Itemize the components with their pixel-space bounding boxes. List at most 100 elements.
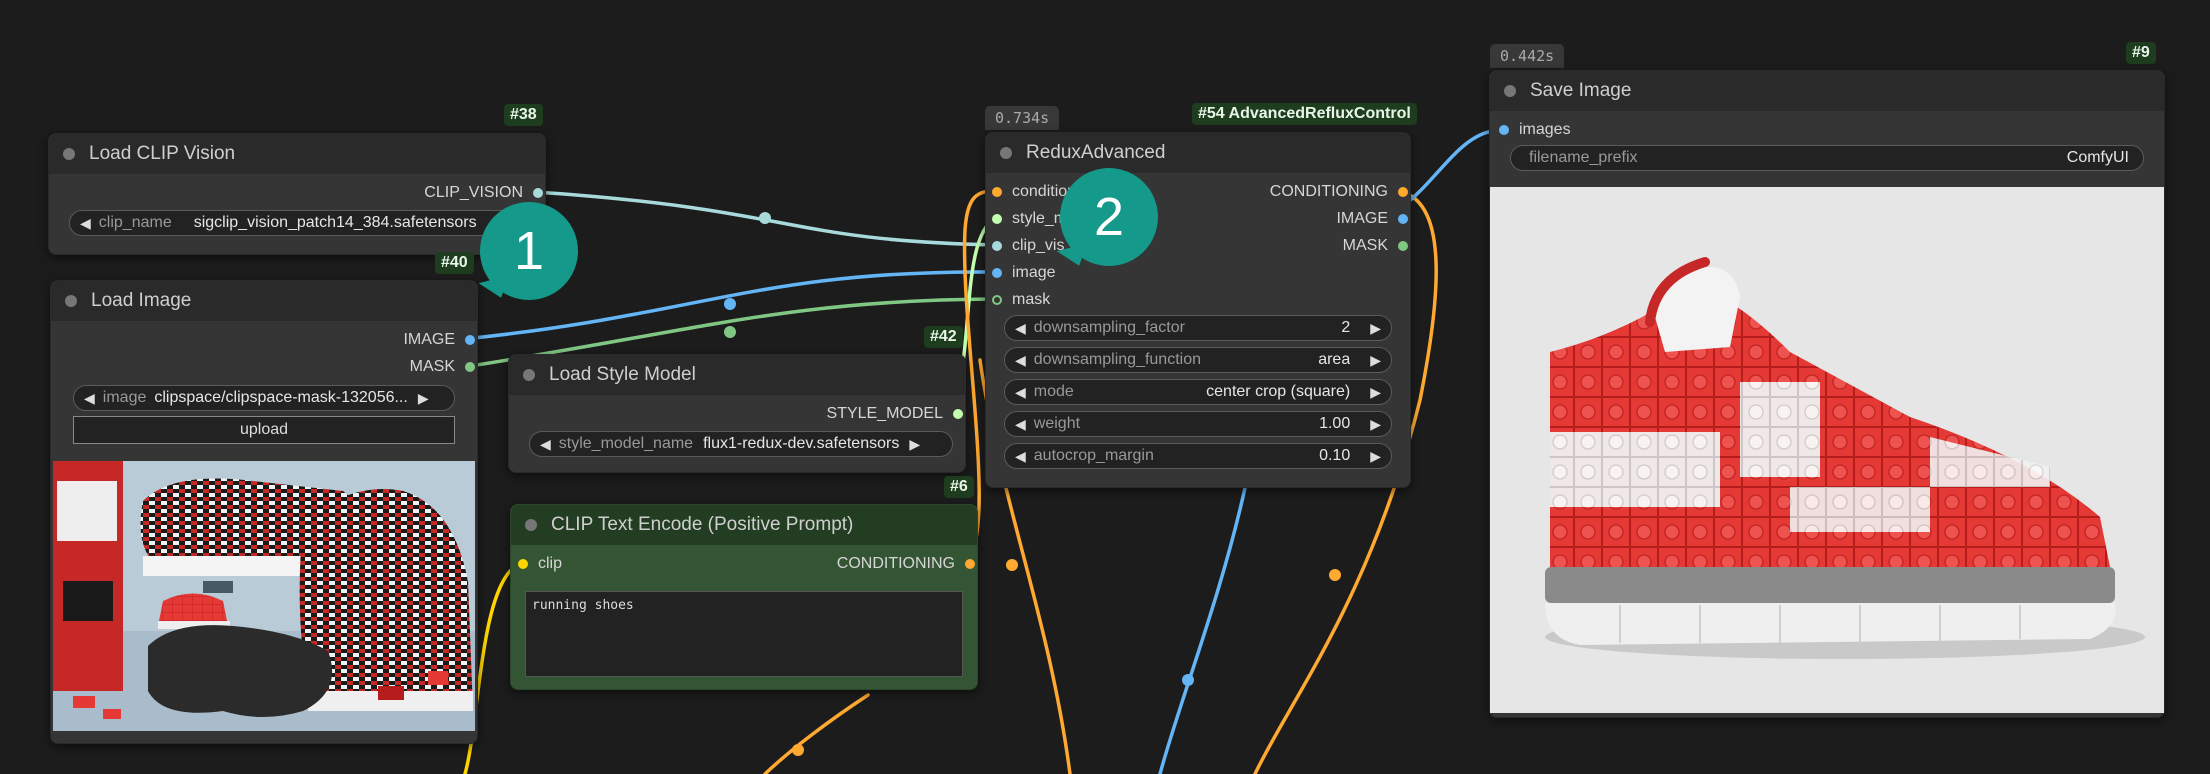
mode-combo[interactable]: ◀ mode center crop (square) ▶ bbox=[1004, 379, 1392, 405]
execution-time: 0.734s bbox=[985, 106, 1060, 130]
left-arrow-icon[interactable]: ◀ bbox=[1015, 351, 1026, 368]
port-label: CONDITIONING bbox=[836, 555, 955, 572]
left-arrow-icon[interactable]: ◀ bbox=[540, 435, 551, 452]
port-dot-icon[interactable] bbox=[533, 188, 543, 198]
port-dot-icon[interactable] bbox=[965, 559, 975, 569]
port-label: MASK bbox=[409, 358, 455, 375]
node-title-bar[interactable]: CLIP Text Encode (Positive Prompt) bbox=[511, 505, 977, 545]
downsampling-factor-number[interactable]: ◀ downsampling_factor 2 ▶ bbox=[1004, 315, 1392, 341]
reroute-dot bbox=[724, 326, 736, 338]
left-arrow-icon[interactable]: ◀ bbox=[1015, 319, 1026, 336]
port-dot-icon[interactable] bbox=[953, 409, 963, 419]
collapse-dot-icon[interactable] bbox=[63, 148, 75, 160]
collapse-dot-icon[interactable] bbox=[1000, 147, 1012, 159]
right-arrow-icon[interactable]: ▶ bbox=[1370, 351, 1381, 368]
load-clip-vision-node[interactable]: Load CLIP Vision CLIP_VISION ◀ clip_name… bbox=[48, 133, 546, 255]
output-style-model[interactable]: STYLE_MODEL bbox=[827, 405, 963, 423]
right-arrow-icon[interactable]: ▶ bbox=[909, 435, 921, 452]
node-id-badge: #9 bbox=[2126, 42, 2156, 64]
left-arrow-icon[interactable]: ◀ bbox=[80, 214, 91, 231]
upload-button[interactable]: upload bbox=[73, 416, 455, 444]
output-conditioning[interactable]: CONDITIONING bbox=[837, 555, 975, 573]
widget-label: downsampling_factor bbox=[1033, 319, 1185, 336]
input-images[interactable]: images bbox=[1499, 121, 1571, 139]
save-image-node[interactable]: Save Image images filename_prefix ComfyU… bbox=[1489, 70, 2165, 718]
image-combo[interactable]: ◀ image clipspace/clipspace-mask-132056.… bbox=[73, 385, 455, 411]
collapse-dot-icon[interactable] bbox=[1504, 85, 1516, 97]
node-title-bar[interactable]: ReduxAdvanced bbox=[986, 133, 1410, 173]
widget-value: center crop (square) bbox=[1206, 383, 1351, 400]
port-dot-icon[interactable] bbox=[992, 241, 1002, 251]
node-id-badge: #6 bbox=[944, 476, 974, 498]
port-dot-icon[interactable] bbox=[992, 214, 1002, 224]
style-model-name-combo[interactable]: ◀ style_model_name flux1-redux-dev.safet… bbox=[529, 431, 953, 457]
input-clip-vision[interactable]: clip_vis bbox=[992, 237, 1064, 255]
widget-label: downsampling_function bbox=[1033, 351, 1201, 368]
load-image-node[interactable]: Load Image IMAGE MASK ◀ image clipspace/… bbox=[50, 280, 478, 744]
port-dot-icon[interactable] bbox=[465, 362, 475, 372]
redux-advanced-node[interactable]: ReduxAdvanced conditioning style_m clip_… bbox=[985, 132, 1411, 488]
right-arrow-icon[interactable]: ▶ bbox=[1370, 319, 1381, 336]
output-clip-vision[interactable]: CLIP_VISION bbox=[424, 184, 543, 202]
output-image[interactable]: IMAGE bbox=[1336, 210, 1408, 228]
port-dot-icon[interactable] bbox=[465, 335, 475, 345]
widget-value: clipspace/clipspace-mask-132056... bbox=[154, 389, 408, 406]
node-id-badge: #38 bbox=[504, 104, 543, 126]
widget-value: sigclip_vision_patch14_384.safetensors bbox=[193, 214, 477, 231]
right-arrow-icon[interactable]: ▶ bbox=[1370, 415, 1381, 432]
port-label: images bbox=[1519, 121, 1571, 138]
reroute-dot bbox=[1006, 559, 1018, 571]
filename-prefix-input[interactable]: filename_prefix ComfyUI bbox=[1510, 145, 2144, 171]
port-label: mask bbox=[1012, 291, 1051, 308]
prompt-textarea[interactable]: running shoes bbox=[525, 591, 963, 677]
left-arrow-icon[interactable]: ◀ bbox=[84, 389, 95, 406]
output-image[interactable]: IMAGE bbox=[403, 331, 475, 349]
port-label: MASK bbox=[1342, 237, 1388, 254]
widget-label: clip_name bbox=[98, 214, 172, 231]
execution-time: 0.442s bbox=[1490, 44, 1565, 68]
port-label: image bbox=[1012, 264, 1056, 281]
right-arrow-icon[interactable]: ▶ bbox=[1370, 383, 1381, 400]
port-dot-icon[interactable] bbox=[518, 559, 528, 569]
output-conditioning[interactable]: CONDITIONING bbox=[1270, 183, 1408, 201]
downsampling-function-combo[interactable]: ◀ downsampling_function area ▶ bbox=[1004, 347, 1392, 373]
port-label: IMAGE bbox=[1336, 210, 1388, 227]
input-image[interactable]: image bbox=[992, 264, 1056, 282]
node-title-bar[interactable]: Load Image bbox=[51, 281, 477, 321]
node-title-bar[interactable]: Load CLIP Vision bbox=[49, 134, 545, 174]
collapse-dot-icon[interactable] bbox=[525, 519, 537, 531]
right-arrow-icon[interactable]: ▶ bbox=[1370, 447, 1381, 464]
clip-text-encode-node[interactable]: CLIP Text Encode (Positive Prompt) clip … bbox=[510, 504, 978, 690]
port-dot-icon[interactable] bbox=[1398, 187, 1408, 197]
port-dot-icon[interactable] bbox=[1398, 214, 1408, 224]
port-dot-icon[interactable] bbox=[1398, 241, 1408, 251]
input-mask[interactable]: mask bbox=[992, 291, 1050, 309]
clip-name-combo[interactable]: ◀ clip_name sigclip_vision_patch14_384.s… bbox=[69, 210, 525, 236]
input-clip[interactable]: clip bbox=[518, 555, 562, 573]
output-mask[interactable]: MASK bbox=[1343, 237, 1408, 255]
port-dot-icon[interactable] bbox=[992, 268, 1002, 278]
callout-number: 2 bbox=[1093, 187, 1125, 247]
left-arrow-icon[interactable]: ◀ bbox=[1015, 383, 1026, 400]
collapse-dot-icon[interactable] bbox=[523, 369, 535, 381]
output-image-preview bbox=[1490, 187, 2164, 713]
port-dot-icon[interactable] bbox=[992, 187, 1002, 197]
port-dot-icon[interactable] bbox=[1499, 125, 1509, 135]
left-arrow-icon[interactable]: ◀ bbox=[1015, 415, 1026, 432]
output-mask[interactable]: MASK bbox=[410, 358, 475, 376]
autocrop-margin-number[interactable]: ◀ autocrop_margin 0.10 ▶ bbox=[1004, 443, 1392, 469]
widget-label: filename_prefix bbox=[1529, 149, 1638, 166]
port-dot-icon[interactable] bbox=[992, 295, 1002, 305]
load-style-model-node[interactable]: Load Style Model STYLE_MODEL ◀ style_mod… bbox=[508, 354, 966, 473]
right-arrow-icon[interactable]: ▶ bbox=[417, 389, 429, 406]
node-title: Load CLIP Vision bbox=[89, 143, 236, 164]
collapse-dot-icon[interactable] bbox=[65, 295, 77, 307]
port-label: clip bbox=[538, 555, 563, 572]
node-title-bar[interactable]: Save Image bbox=[1490, 71, 2164, 111]
node-title-bar[interactable]: Load Style Model bbox=[509, 355, 965, 395]
widget-label: autocrop_margin bbox=[1033, 447, 1154, 464]
widget-value: 1.00 bbox=[1319, 415, 1351, 432]
left-arrow-icon[interactable]: ◀ bbox=[1015, 447, 1026, 464]
input-style-model[interactable]: style_m bbox=[992, 210, 1067, 228]
weight-number[interactable]: ◀ weight 1.00 ▶ bbox=[1004, 411, 1392, 437]
